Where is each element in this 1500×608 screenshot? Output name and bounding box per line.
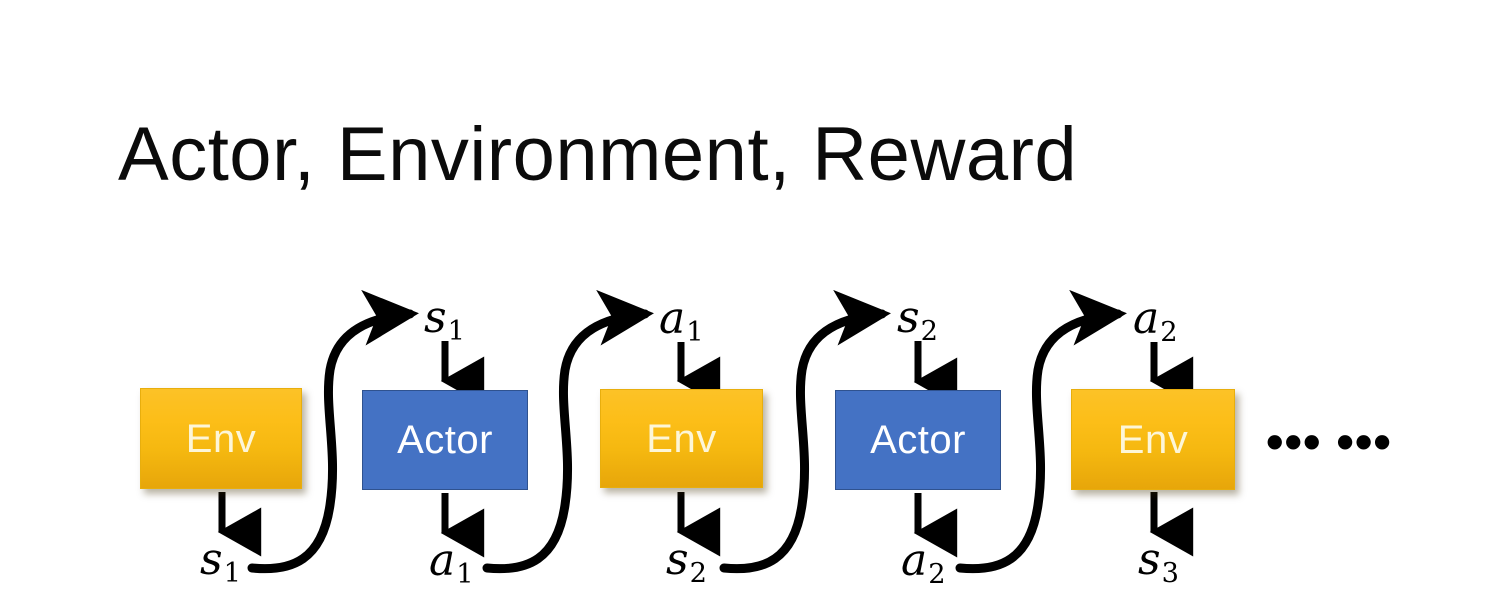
node-label: Actor <box>870 418 966 462</box>
subscript: 1 <box>447 315 465 347</box>
symbol: s <box>200 534 223 585</box>
node-actor-2[interactable]: Actor <box>835 390 1001 490</box>
node-env-2[interactable]: Env <box>600 389 763 488</box>
label-state-s3-bottom: s3 <box>1138 538 1179 587</box>
symbol: a <box>1133 293 1160 344</box>
symbol: a <box>429 535 456 586</box>
symbol: s <box>1138 534 1161 585</box>
subscript: 2 <box>920 315 938 347</box>
label-action-a2-top: a2 <box>1133 297 1178 346</box>
symbol: a <box>901 535 928 586</box>
label-action-a1-top: a1 <box>659 297 704 346</box>
label-action-a1-bottom: a1 <box>429 539 474 588</box>
page-title: Actor, Environment, Reward <box>118 112 1078 197</box>
label-state-s1-top: s1 <box>424 296 465 345</box>
label-action-a2-bottom: a2 <box>901 539 946 588</box>
node-label: Env <box>1117 417 1189 462</box>
symbol: s <box>666 534 689 585</box>
subscript: 1 <box>223 557 241 589</box>
node-label: Env <box>185 416 257 461</box>
symbol: a <box>659 293 686 344</box>
symbol: s <box>424 292 447 343</box>
subscript: 2 <box>1160 316 1178 348</box>
ellipsis-continuation: ••• ••• <box>1266 414 1392 470</box>
node-actor-1[interactable]: Actor <box>362 390 528 490</box>
node-label: Env <box>646 416 717 461</box>
node-label: Actor <box>397 418 493 462</box>
subscript: 2 <box>689 557 707 589</box>
subscript: 2 <box>928 558 946 590</box>
subscript: 3 <box>1161 557 1179 589</box>
subscript: 1 <box>456 558 474 590</box>
node-env-1[interactable]: Env <box>140 388 302 489</box>
node-env-3[interactable]: Env <box>1071 389 1235 490</box>
symbol: s <box>897 292 920 343</box>
subscript: 1 <box>686 316 704 348</box>
label-state-s1-bottom: s1 <box>200 538 241 587</box>
label-state-s2-bottom: s2 <box>666 538 707 587</box>
label-state-s2-top: s2 <box>897 296 938 345</box>
